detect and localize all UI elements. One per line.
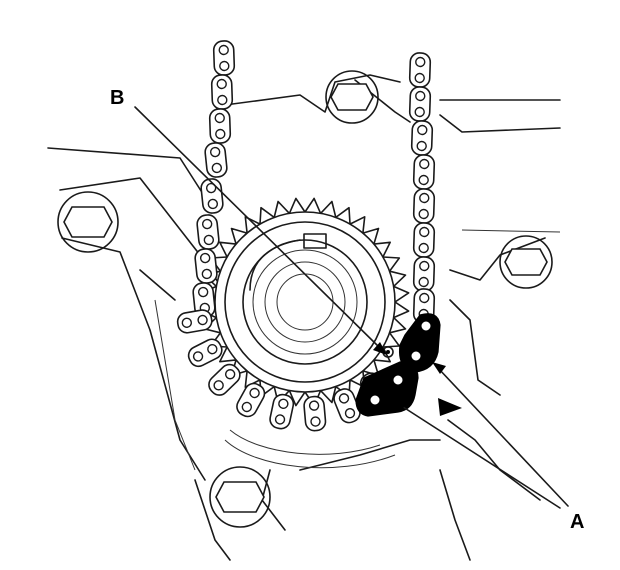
chain-link — [176, 309, 213, 334]
chain-link — [212, 40, 236, 76]
bolt-right — [499, 235, 553, 289]
crankshaft-key — [303, 233, 327, 249]
chain-link — [208, 108, 232, 144]
timing-chain — [176, 40, 436, 432]
chain-link — [412, 154, 436, 190]
pointer-arrow — [438, 398, 462, 416]
bolt-top — [325, 70, 379, 124]
chain-link — [236, 382, 266, 418]
leader-b — [134, 106, 381, 349]
leader-a-lower — [399, 404, 561, 509]
label-b: B — [110, 87, 124, 109]
label-a: A — [570, 511, 584, 533]
chain-link — [412, 222, 436, 258]
chain-link — [412, 188, 436, 224]
chain-link — [192, 282, 216, 318]
chain-link — [410, 120, 434, 156]
engine-cover-outline — [47, 74, 561, 561]
chain-link — [408, 52, 432, 88]
leader-a-upper — [437, 367, 569, 507]
chain-link — [204, 142, 228, 178]
chain-link — [196, 214, 220, 250]
chain-link — [187, 338, 223, 368]
chain-link — [269, 393, 295, 430]
chain-link — [208, 363, 241, 396]
leader-lines — [134, 106, 569, 509]
chain-link — [408, 86, 432, 122]
bolt-bottom — [209, 466, 271, 528]
bolt-left — [57, 191, 119, 253]
chain-link — [412, 256, 436, 292]
chain-link — [303, 395, 327, 432]
marked-chain-links — [355, 313, 441, 417]
mounting-bolts — [57, 70, 553, 528]
marked-link-upper — [398, 313, 441, 373]
chain-link — [210, 74, 234, 110]
chain-link — [194, 248, 218, 284]
